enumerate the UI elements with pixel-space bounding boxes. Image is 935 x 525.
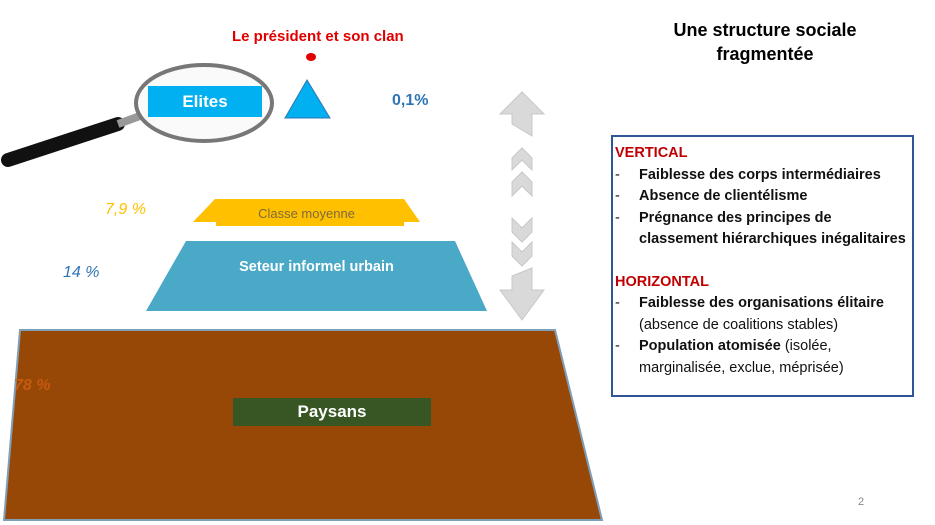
list-item: - Faiblesse des corps intermédiaires: [615, 165, 912, 187]
classe-moyenne-pct: 7,9 %: [105, 201, 146, 218]
elites-pct: 0,1%: [392, 92, 429, 109]
horizontal-header: HORIZONTAL: [615, 273, 709, 290]
item-bold: Population atomisée: [639, 338, 781, 354]
classe-moyenne-label: Classe moyenne: [258, 206, 355, 221]
paysans-pct: 78 %: [14, 377, 51, 394]
president-label: Le président et son clan: [232, 28, 404, 45]
list-item: - Faiblesse des organisations élitaire (a…: [615, 293, 912, 336]
paysans-label: Paysans: [233, 398, 431, 426]
item-rest: (absence de coalitions stables): [639, 316, 839, 333]
bullet-dash: -: [615, 166, 620, 183]
classe-moyenne-trapezoid: [193, 199, 420, 226]
elites-label: Elites: [148, 86, 262, 117]
bullet-dash: -: [615, 209, 620, 226]
item-text: Population atomisée (isolée, marginalisé…: [639, 336, 912, 379]
item-text: Faiblesse des organisations élitaire (ab…: [639, 293, 912, 336]
characteristics-box: VERTICAL - Faiblesse des corps intermédia…: [611, 135, 914, 397]
bullet-dash: -: [615, 188, 620, 204]
bullet-dash: -: [615, 295, 620, 311]
vertical-header: VERTICAL: [615, 145, 688, 161]
list-item: - Prégnance des principes de classement h…: [615, 208, 912, 251]
item-rest: (isolée, marginalisée, exclue, méprisée): [639, 338, 844, 376]
item-text: Absence de clientélisme: [639, 188, 808, 204]
item-text: Faiblesse des corps intermédiaires: [639, 166, 881, 183]
informel-trapezoid: [146, 241, 487, 311]
title-line-2: fragmentée: [716, 44, 814, 64]
vertical-arrows-icon: [498, 91, 546, 321]
informel-label: Seteur informel urbain: [239, 259, 394, 275]
president-dot: [306, 53, 316, 61]
list-item: - Population atomisée (isolée, marginalis…: [615, 336, 912, 379]
bullet-dash: -: [615, 338, 620, 354]
item-bold: Faiblesse des organisations élitaire: [639, 295, 884, 311]
item-text: Prégnance des principes de classement hi…: [639, 209, 906, 248]
list-item: - Absence de clientélisme: [615, 186, 912, 208]
title-line-1: Une structure sociale: [673, 20, 857, 40]
slide-title: Une structure sociale fragmentée: [610, 18, 920, 66]
page-number: 2: [858, 496, 865, 508]
informel-pct: 14 %: [63, 264, 100, 281]
elites-triangle: [284, 79, 331, 119]
